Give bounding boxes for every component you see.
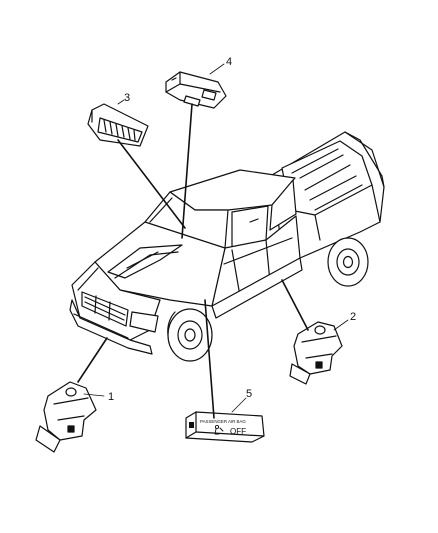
callout-1: 1 xyxy=(108,391,114,403)
truck-bed xyxy=(271,131,385,259)
leader-5 xyxy=(204,299,215,419)
leader-1 xyxy=(77,337,108,383)
callout-4: 4 xyxy=(226,56,232,68)
callout-ticks xyxy=(83,63,349,413)
callout-3: 3 xyxy=(124,92,130,104)
part-2-impact-sensor xyxy=(289,321,343,385)
leader-4 xyxy=(181,103,193,239)
leader-2 xyxy=(281,279,309,331)
indicator-label: PASSENGER AIR BAG xyxy=(200,419,246,424)
part-1-impact-sensor xyxy=(35,381,97,453)
callout-2: 2 xyxy=(350,311,356,323)
leader-lines xyxy=(77,103,309,419)
part-3-airbag-module xyxy=(87,103,149,147)
part-4-restraint-controller xyxy=(165,71,227,109)
pickup-truck xyxy=(69,131,385,362)
rear-wheel xyxy=(327,237,369,287)
leader-3 xyxy=(117,139,186,229)
indicator-status: OFF xyxy=(230,427,246,436)
truck-body xyxy=(69,169,303,355)
passenger-seat-icon xyxy=(214,424,224,435)
front-wheel xyxy=(167,308,213,362)
part-5-airbag-indicator: PASSENGER AIR BAG OFF xyxy=(185,411,265,443)
callout-5: 5 xyxy=(246,388,252,400)
